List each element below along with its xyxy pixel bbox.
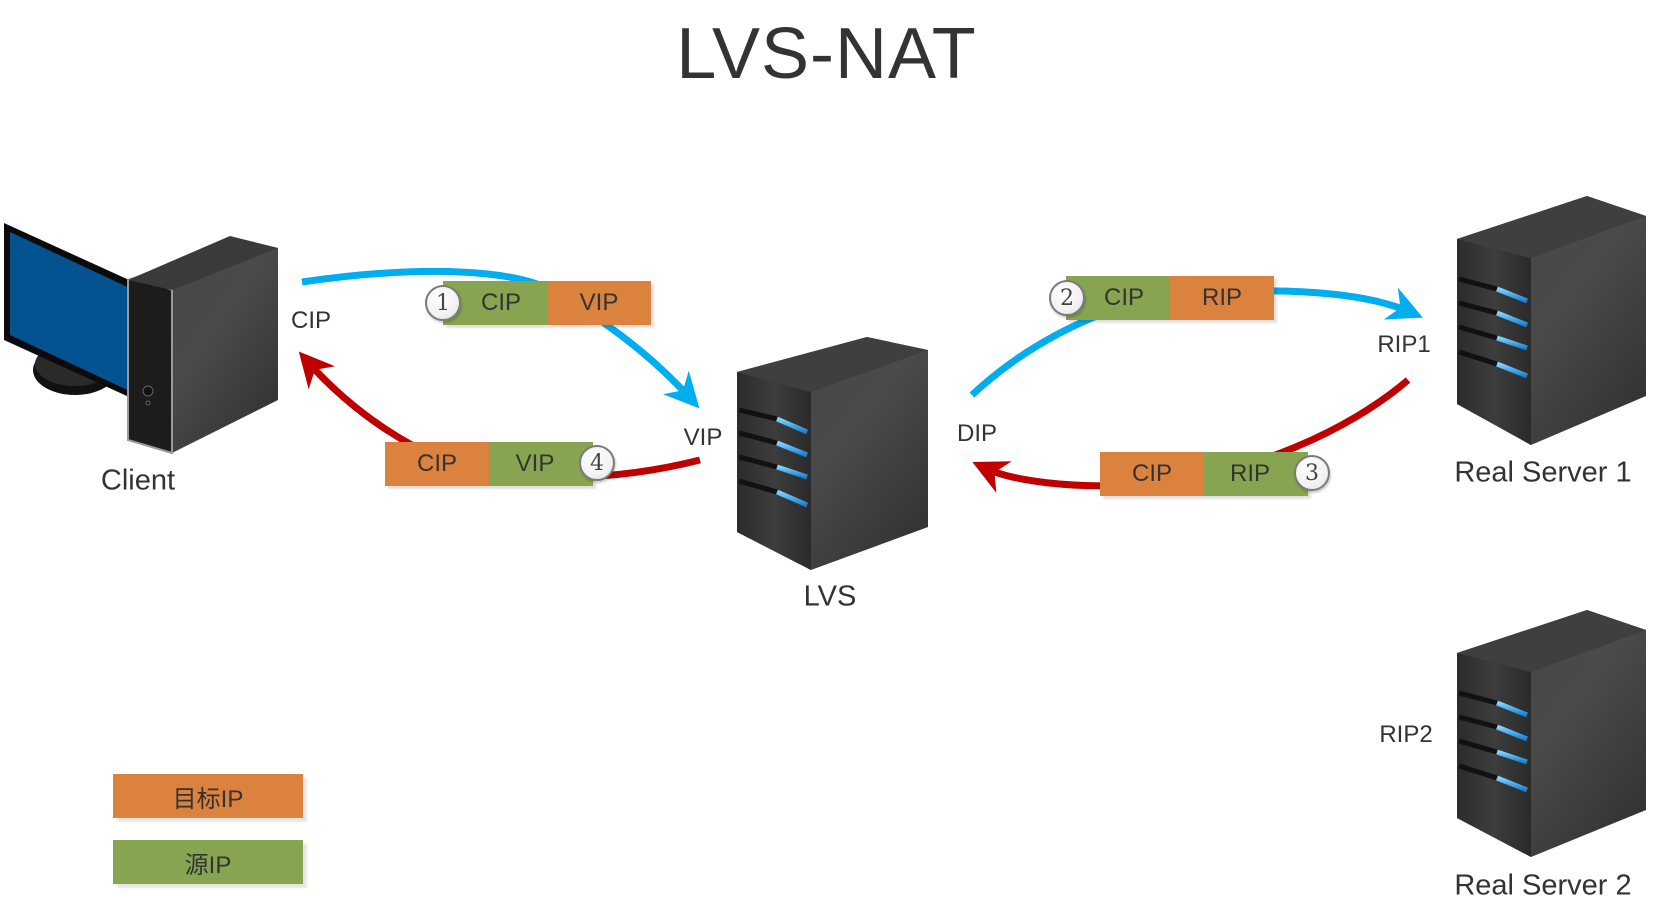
step-2-badge: 2: [1049, 280, 1085, 316]
packet-step-4: CIP VIP: [385, 442, 593, 486]
dip-label: DIP: [956, 420, 998, 447]
packet-step-3: CIP RIP: [1100, 452, 1308, 496]
vip-label: VIP: [683, 424, 723, 451]
step-3-badge: 3: [1294, 455, 1330, 491]
step-4-badge: 4: [579, 445, 615, 481]
legend-destination-ip: 目标IP: [113, 774, 303, 818]
packet-step-1: CIP VIP: [443, 281, 651, 325]
client-label: Client: [100, 464, 176, 497]
packet-3-destination-ip: CIP: [1100, 452, 1204, 496]
real-server-2-icon: [1457, 610, 1646, 857]
client-computer-icon: [4, 223, 278, 455]
packet-3-source-ip: RIP: [1204, 452, 1308, 496]
packet-4-destination-ip: CIP: [385, 442, 489, 486]
step-1-badge: 1: [425, 285, 461, 321]
rip2-label: RIP2: [1379, 721, 1433, 748]
cip-label: CIP: [290, 307, 332, 334]
packet-step-2: CIP RIP: [1066, 276, 1274, 320]
rip1-label: RIP1: [1377, 331, 1431, 358]
real-server-1-icon: [1457, 196, 1646, 445]
real-server-1-label: Real Server 1: [1454, 456, 1632, 489]
diagram-title: LVS-NAT: [676, 14, 977, 94]
packet-4-source-ip: VIP: [489, 442, 593, 486]
lvs-label: LVS: [803, 580, 857, 613]
real-server-2-label: Real Server 2: [1454, 869, 1632, 902]
lvs-server-icon: [737, 337, 928, 570]
packet-1-destination-ip: VIP: [547, 281, 651, 325]
packet-2-destination-ip: RIP: [1170, 276, 1274, 320]
legend-source-ip: 源IP: [113, 840, 303, 884]
